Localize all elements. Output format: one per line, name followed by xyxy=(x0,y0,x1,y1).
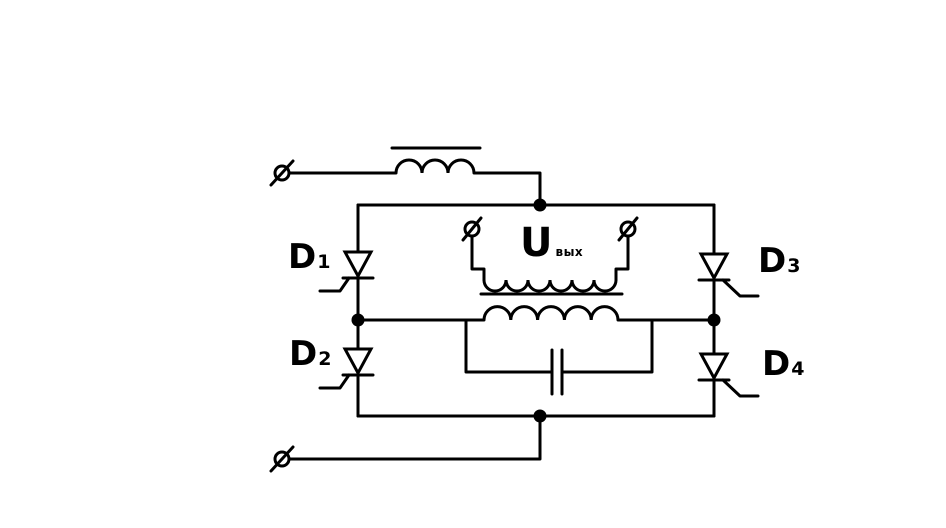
thyristor-d2 xyxy=(318,347,375,390)
series-choke xyxy=(390,146,482,174)
node-top xyxy=(533,198,547,212)
label-d3: D3 xyxy=(758,241,800,281)
label-d4: D4 xyxy=(762,344,804,384)
output-terminal-right xyxy=(617,216,639,242)
node-left xyxy=(351,313,365,327)
primary-winding xyxy=(482,305,620,321)
label-d2: D2 xyxy=(289,334,331,374)
thyristor-d3 xyxy=(697,252,760,298)
wire-output-left xyxy=(470,234,486,282)
node-bottom xyxy=(533,409,547,423)
node-right xyxy=(707,313,721,327)
thyristor-d1 xyxy=(318,250,375,293)
wire-capacitor-loop xyxy=(464,318,654,374)
wire-output-right xyxy=(614,234,630,282)
wire-choke-to-bridge xyxy=(472,171,542,207)
secondary-winding xyxy=(482,279,618,293)
output-terminal-left xyxy=(461,216,483,242)
label-d1: D1 xyxy=(288,237,330,277)
wire-bottom-output xyxy=(287,414,542,461)
thyristor-d4 xyxy=(697,352,760,398)
capacitor xyxy=(550,348,564,396)
input-terminal-bottom xyxy=(269,445,295,473)
output-transformer xyxy=(479,279,624,321)
